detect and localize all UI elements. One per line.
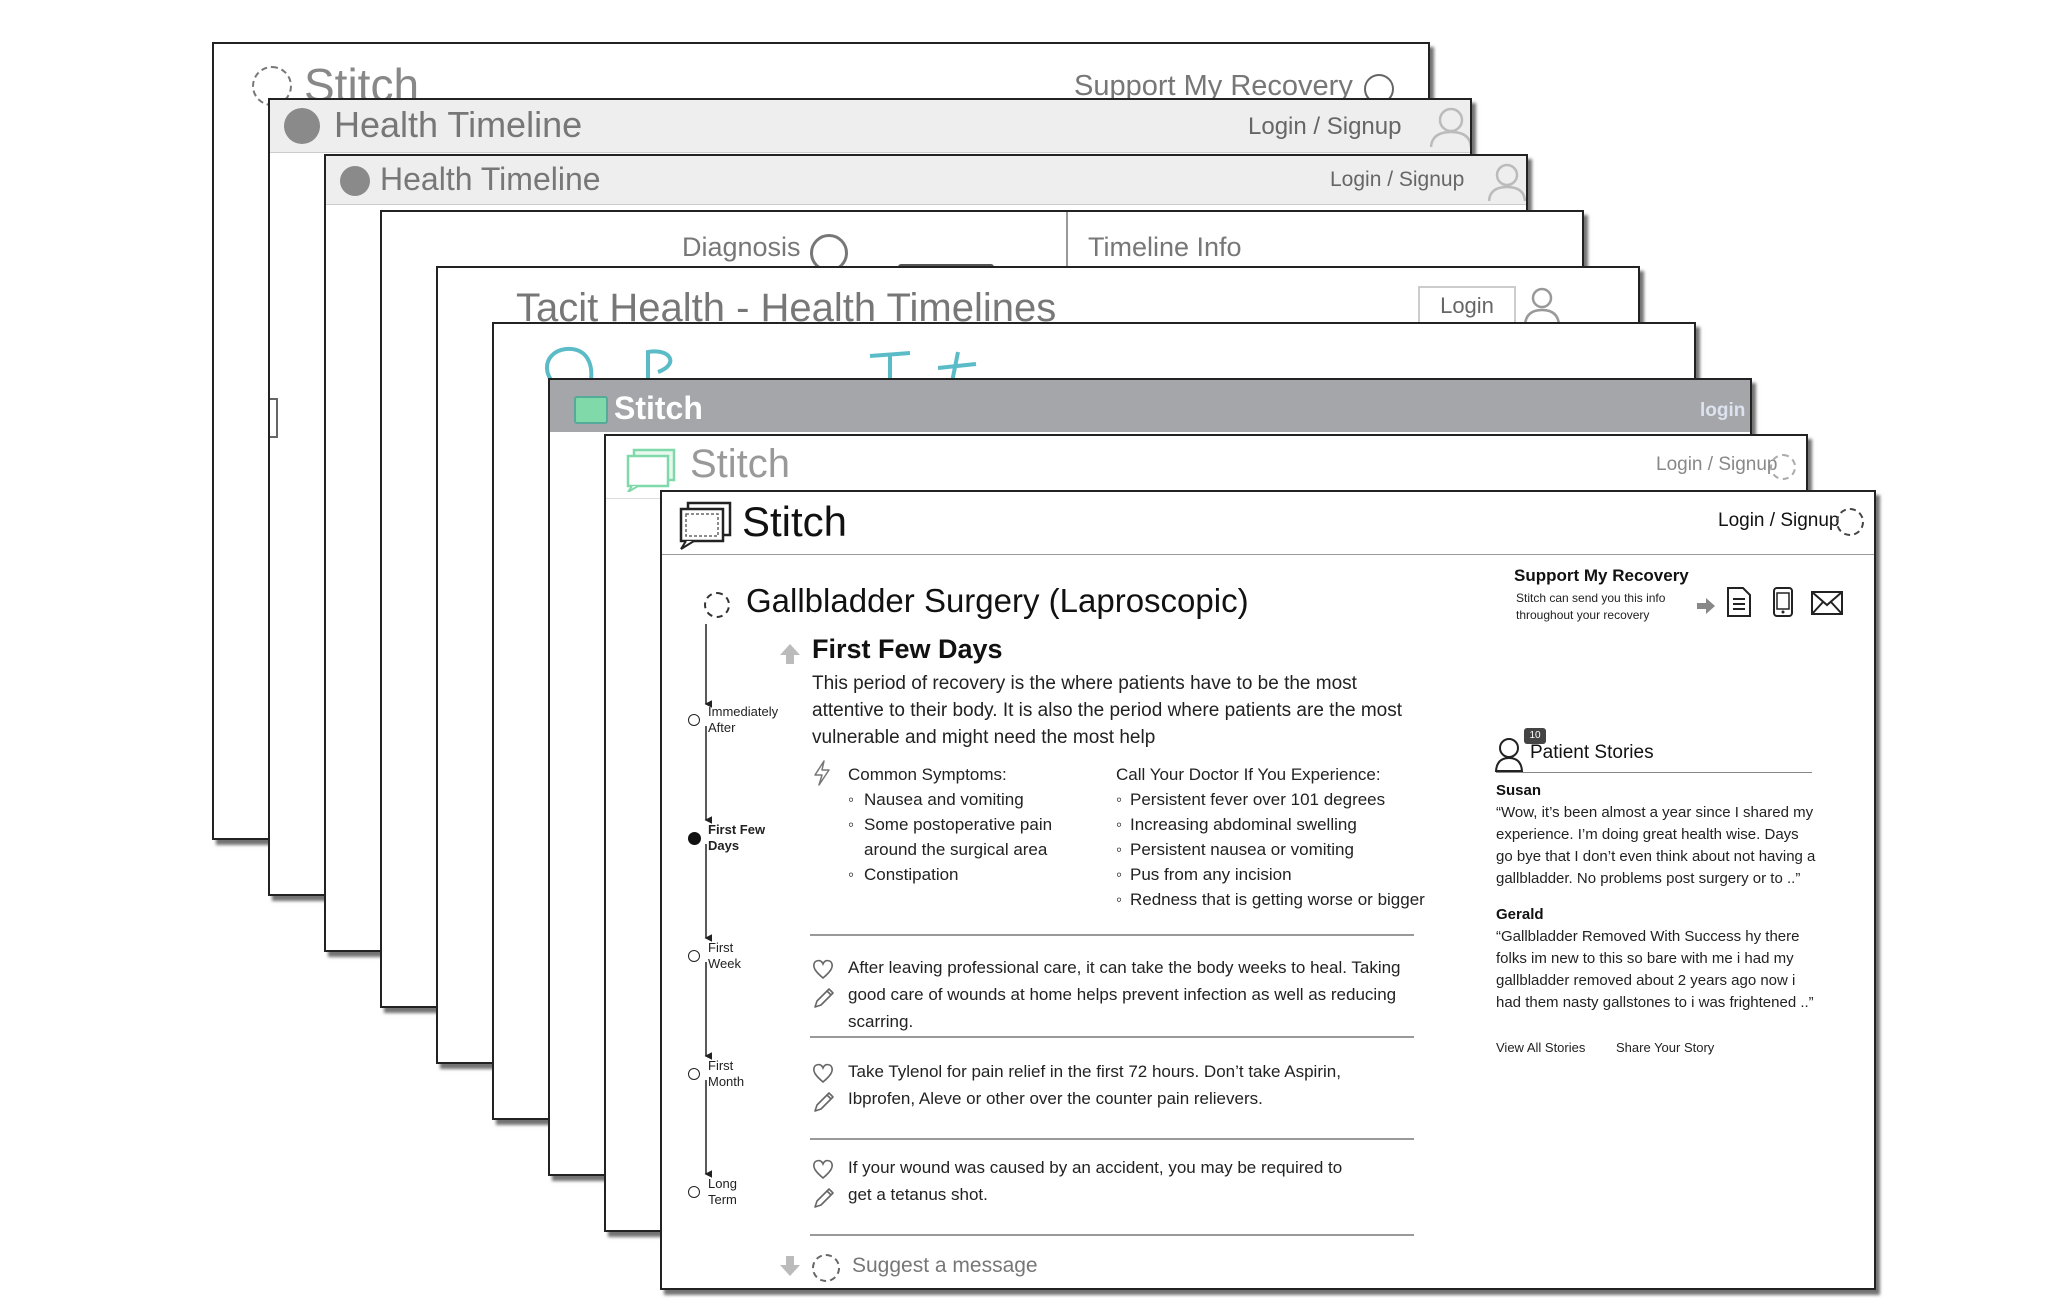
page-title: Health Timeline [380, 161, 601, 197]
story-text[interactable]: “Wow, it’s been almost a year since I sh… [1496, 804, 1816, 887]
pencil-icon[interactable] [812, 1090, 836, 1114]
login-link[interactable]: Login / Signup [1656, 454, 1778, 475]
doctor-bullet: ◦ [1116, 865, 1123, 884]
arrow-down-icon[interactable] [778, 1254, 802, 1278]
symptom-bullet: ◦ [848, 790, 855, 809]
story-author: Susan [1496, 782, 1542, 799]
header-bar [550, 380, 1750, 432]
diagnosis-label[interactable]: Diagnosis [682, 232, 801, 262]
chat-logo-icon [574, 396, 608, 424]
panel-divider [1066, 212, 1068, 272]
tip-divider [810, 934, 1414, 936]
share-story-link[interactable]: Share Your Story [1616, 1040, 1715, 1055]
brand-name: Stitch [742, 498, 848, 545]
doctor-bullet: ◦ [1116, 890, 1123, 909]
side-edge-mark [270, 398, 278, 438]
stories-title: Patient Stories [1530, 742, 1654, 763]
view-all-stories-link[interactable]: View All Stories [1496, 1040, 1586, 1055]
timeline-node[interactable] [688, 1186, 700, 1198]
lightning-icon [812, 760, 832, 786]
timeline-label-immediately-after[interactable]: Immediately After [708, 704, 779, 735]
doctor-heading: Call Your Doctor If You Experience: [1116, 765, 1381, 784]
logo-circle-icon [340, 166, 370, 196]
doctor-item: Redness that is getting worse or bigger [1130, 890, 1425, 909]
support-subtitle: Stitch can send you this info throughout… [1516, 591, 1666, 622]
header-bar [326, 156, 1526, 205]
support-link[interactable]: Support My Recovery [1074, 70, 1353, 102]
tip-text: Take Tylenol for pain relief in the firs… [848, 1062, 1341, 1108]
patient-icon [1494, 736, 1530, 772]
pencil-icon[interactable] [812, 1186, 836, 1210]
timeline-node[interactable] [688, 714, 700, 726]
doctor-bullet: ◦ [1116, 840, 1123, 859]
timeline-label-first-week[interactable]: First Week [708, 940, 741, 971]
symptom-item: Nausea and vomiting [864, 790, 1024, 809]
stories-divider [1496, 772, 1812, 773]
user-icon[interactable] [1428, 106, 1470, 148]
story-author: Gerald [1496, 906, 1544, 923]
procedure-title: Gallbladder Surgery (Laproscopic) [746, 582, 1249, 619]
heart-icon[interactable] [812, 1158, 834, 1180]
login-link[interactable]: login [1700, 400, 1746, 421]
tip-text: If your wound was caused by an accident,… [848, 1158, 1343, 1204]
avatar-placeholder-icon[interactable] [1836, 508, 1864, 536]
logo-circle-icon [284, 108, 320, 144]
tip-divider [810, 1234, 1414, 1236]
timeline-info-label: Timeline Info [1088, 232, 1242, 262]
page-title: Health Timeline [334, 104, 583, 145]
suggest-message-input[interactable]: Suggest a message [852, 1254, 1038, 1277]
timeline-label-first-few-days[interactable]: First Few Days [708, 822, 766, 853]
doctor-item: Persistent nausea or vomiting [1130, 840, 1354, 859]
login-link[interactable]: Login / Signup [1248, 113, 1402, 140]
story-text[interactable]: “Gallbladder Removed With Success hy the… [1496, 928, 1814, 1011]
tip-divider [810, 1036, 1414, 1038]
heart-icon[interactable] [812, 1062, 834, 1084]
timeline-label-long-term[interactable]: Long Term [708, 1176, 737, 1207]
doctor-bullet: ◦ [1116, 815, 1123, 834]
brand-name: Stitch [690, 442, 791, 486]
user-icon[interactable] [1522, 286, 1562, 326]
timeline-label-first-month[interactable]: First Month [708, 1058, 745, 1089]
login-link[interactable]: Login / Signup [1718, 510, 1840, 531]
chat-logo-icon [676, 500, 736, 550]
tip-text: After leaving professional care, it can … [848, 958, 1401, 1031]
doctor-item: Persistent fever over 101 degrees [1130, 790, 1386, 809]
support-title[interactable]: Support My Recovery [1514, 566, 1689, 585]
header-bar [270, 100, 1470, 153]
timeline-node-active[interactable] [688, 832, 701, 845]
arrow-right-icon [1696, 596, 1716, 616]
header-divider [662, 554, 1874, 555]
symptom-item: Some postoperative pain around the surgi… [864, 815, 1053, 859]
phone-icon[interactable] [1772, 586, 1794, 618]
heart-icon[interactable] [812, 958, 834, 980]
brand-name: Stitch [614, 390, 703, 426]
timeline-node[interactable] [688, 1068, 700, 1080]
symptom-item: Constipation [864, 865, 959, 884]
tip-divider [810, 1138, 1414, 1140]
stories-count-badge: 10 [1524, 728, 1546, 744]
section-title: First Few Days [812, 634, 1003, 664]
doctor-item: Increasing abdominal swelling [1130, 815, 1357, 834]
section-description: This period of recovery is the where pat… [812, 673, 1403, 748]
suggest-edit-icon[interactable] [812, 1254, 840, 1282]
procedure-icon [704, 592, 730, 618]
mail-icon[interactable] [1810, 590, 1844, 616]
chat-logo-icon [624, 448, 680, 492]
main-mockup-card: Stitch Login / Signup Gallbladder Surger… [660, 490, 1876, 1290]
document-icon[interactable] [1726, 586, 1752, 618]
arrow-up-icon[interactable] [778, 642, 802, 666]
pencil-icon[interactable] [812, 986, 836, 1010]
doctor-bullet: ◦ [1116, 790, 1123, 809]
avatar-placeholder-icon[interactable] [1770, 454, 1796, 480]
login-link[interactable]: Login / Signup [1330, 168, 1465, 191]
doctor-item: Pus from any incision [1130, 865, 1292, 884]
symptoms-heading: Common Symptoms: [848, 765, 1007, 784]
user-icon[interactable] [1486, 162, 1526, 202]
symptom-bullet: ◦ [848, 865, 855, 884]
login-button[interactable]: Login [1418, 286, 1516, 326]
timeline-node[interactable] [688, 950, 700, 962]
symptom-bullet: ◦ [848, 815, 855, 834]
recovery-timeline [682, 622, 712, 1182]
